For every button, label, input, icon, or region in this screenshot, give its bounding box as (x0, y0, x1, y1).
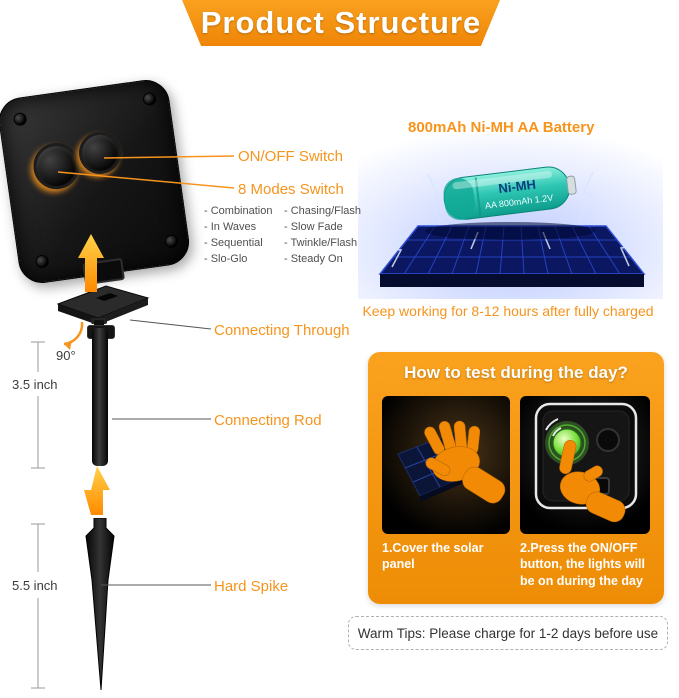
rod-dimension-line (31, 341, 45, 469)
modes-switch-label: 8 Modes Switch (238, 181, 344, 198)
sensor-icon (596, 428, 620, 452)
warm-tips-box: Warm Tips: Please charge for 1-2 days be… (348, 616, 668, 650)
screw-icon (12, 111, 28, 127)
battery-shadow (425, 222, 595, 240)
battery-brand-text: Ni-MH (498, 177, 537, 196)
press-button-illustration (534, 402, 638, 523)
connecting-through-label: Connecting Through (214, 322, 350, 339)
mode-item: - Slo-Glo (204, 253, 248, 265)
mode-item: - Combination (204, 205, 273, 217)
rod-dimension-label: 3.5 inch (12, 377, 58, 392)
screw-icon (142, 91, 157, 107)
modes-column-1: - Combination - In Waves - Sequential - … (204, 203, 272, 267)
solar-controller-back (0, 76, 193, 287)
warm-tips-text: Warm Tips: Please charge for 1-2 days be… (357, 625, 659, 641)
charge-duration-note: Keep working for 8-12 hours after fully … (362, 303, 654, 319)
step2-caption: 2.Press the ON/OFF button, the lights wi… (520, 541, 645, 588)
tap-lines-icon (545, 418, 562, 437)
mode-item: - Twinkle/Flash (284, 237, 358, 249)
connecting-rod-label: Connecting Rod (214, 412, 322, 429)
angle-label: 90° (56, 348, 76, 363)
aa-battery: Ni-MH AA 800mAh 1.2V (443, 166, 577, 220)
hard-spike (85, 518, 115, 691)
screw-icon (164, 233, 179, 249)
step1-image (382, 396, 510, 534)
spike-dimension-line (31, 523, 45, 689)
onoff-knob (76, 129, 124, 177)
mount-bracket (56, 285, 150, 339)
mode-item: - Sequential (204, 237, 263, 249)
step2-image (520, 396, 650, 534)
connecting-rod (92, 328, 108, 466)
modes-column-2: - Chasing/Flash - Slow Fade - Twinkle/Fl… (284, 203, 361, 267)
cover-panel-illustration (397, 420, 506, 504)
spike-dimension-label: 5.5 inch (12, 578, 58, 593)
mode-item: - In Waves (204, 221, 257, 233)
pointing-hand-icon (559, 439, 626, 523)
howto-title: How to test during the day? (404, 363, 628, 382)
mode-item: - Slow Fade (284, 221, 343, 233)
battery-illustration: Ni-MH AA 800mAh 1.2V (358, 134, 663, 299)
hand-icon (424, 420, 506, 504)
battery-title: 800mAh Ni-MH AA Battery (408, 119, 595, 136)
title-banner: Product Structure (182, 0, 500, 46)
mode-knob (30, 140, 83, 193)
page-title: Product Structure (200, 5, 482, 40)
hard-spike-label: Hard Spike (214, 578, 289, 595)
screw-icon (34, 254, 50, 269)
howto-panel: How to test during the day? (368, 352, 664, 604)
onoff-switch-label: ON/OFF Switch (238, 148, 344, 165)
up-arrow-icon (84, 466, 110, 515)
step1-caption: 1.Cover the solar panel (382, 541, 484, 572)
mode-item: - Steady On (284, 253, 343, 265)
mode-item: - Chasing/Flash (284, 205, 362, 217)
